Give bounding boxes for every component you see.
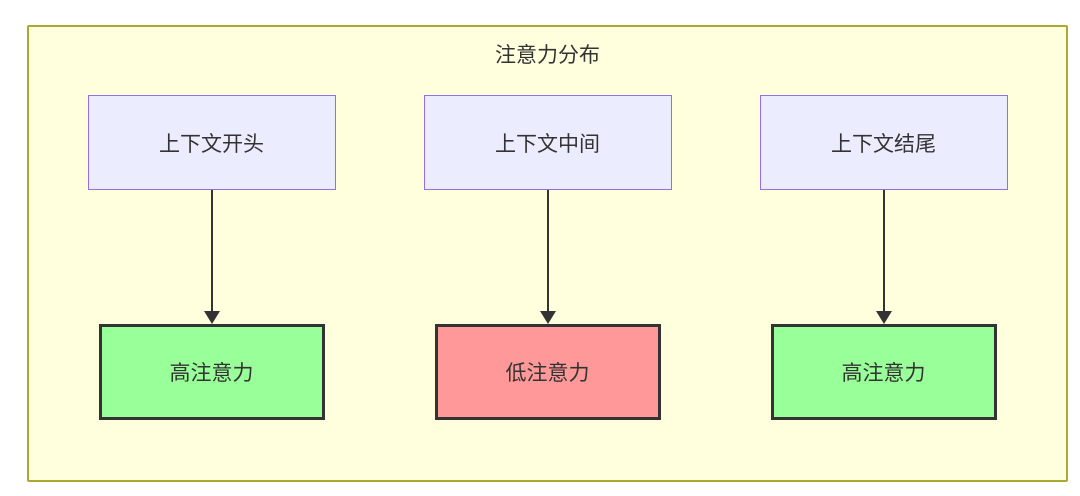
- node-context-begin: 上下文开头: [87, 95, 336, 190]
- node-high-attention-left: 高注意力: [98, 324, 325, 420]
- arrow-line: [546, 190, 549, 312]
- node-label: 上下文中间: [495, 132, 600, 156]
- arrow-line: [882, 190, 885, 312]
- diagram-title: 注意力分布: [495, 44, 600, 67]
- flow-column-context-middle: 上下文中间 低注意力: [423, 95, 672, 420]
- flow-column-context-end: 上下文结尾 高注意力: [759, 95, 1008, 420]
- arrow-down-icon: [875, 190, 892, 324]
- node-high-attention-right: 高注意力: [770, 324, 997, 420]
- flow-column-context-begin: 上下文开头 高注意力: [87, 95, 336, 420]
- flow-columns: 上下文开头 高注意力 上下文中间 低注意力 上下文结: [29, 95, 1066, 420]
- arrow-head: [875, 311, 892, 324]
- arrow-head: [539, 311, 556, 324]
- arrow-head: [203, 311, 220, 324]
- node-label: 上下文结尾: [831, 132, 936, 156]
- arrow-down-icon: [203, 190, 220, 324]
- node-context-end: 上下文结尾: [759, 95, 1008, 190]
- node-label: 上下文开头: [159, 132, 264, 156]
- node-label: 低注意力: [505, 362, 590, 385]
- node-label: 高注意力: [169, 362, 254, 385]
- arrow-down-icon: [539, 190, 556, 324]
- node-context-middle: 上下文中间: [423, 95, 672, 190]
- diagram-canvas: 注意力分布 上下文开头 高注意力 上下文中间 低注意力: [27, 25, 1068, 482]
- arrow-line: [210, 190, 213, 312]
- node-label: 高注意力: [841, 362, 926, 385]
- node-low-attention: 低注意力: [434, 324, 661, 420]
